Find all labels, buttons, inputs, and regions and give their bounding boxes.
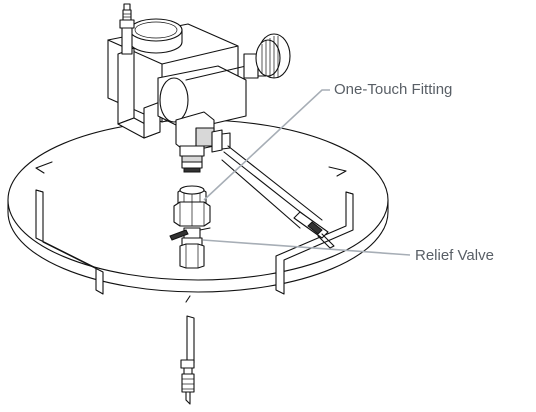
callout-leaders (202, 89, 411, 256)
one-touch-fitting (173, 185, 211, 227)
relief-valve-leader (202, 239, 411, 256)
one-touch-fitting-leader (203, 89, 330, 201)
plate-slots (35, 161, 347, 303)
adjustment-knob (243, 33, 291, 79)
one-touch-fitting-label: One-Touch Fitting (334, 81, 453, 98)
relief-valve-label: Relief Valve (415, 247, 494, 264)
front-handle-leg (180, 315, 195, 405)
manifold-bottom-outlet (179, 145, 205, 173)
rod-tube (221, 145, 335, 249)
pressure-gauge (129, 18, 183, 54)
inlet-connector (119, 3, 135, 55)
left-handle-leg (35, 189, 104, 295)
side-outlet-fitting (175, 111, 231, 153)
relief-valve (169, 227, 211, 269)
